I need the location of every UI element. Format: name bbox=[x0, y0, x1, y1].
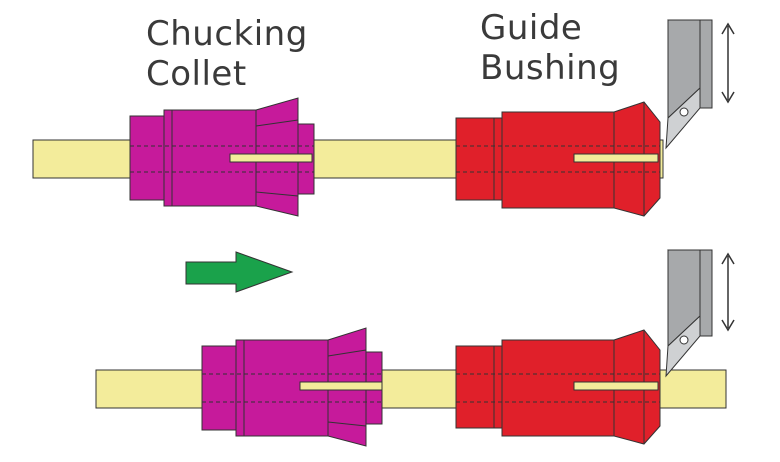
chucking-collet-label-line2: Collet bbox=[146, 54, 247, 94]
chucking-collet-top bbox=[129, 97, 315, 217]
bushing-slot-top bbox=[573, 153, 659, 163]
cutting-tool-bottom bbox=[665, 249, 713, 378]
guide-bushing-label: Guide Bushing bbox=[480, 8, 620, 88]
chucking-collet-label: Chucking Collet bbox=[146, 14, 308, 94]
guide-bushing-label-line2: Bushing bbox=[480, 48, 621, 88]
tool-travel-arrow-top bbox=[721, 22, 735, 104]
bushing-slot-bottom bbox=[573, 381, 659, 391]
collet-slot-top bbox=[229, 153, 313, 163]
cutting-tool-top bbox=[665, 19, 713, 150]
collet-slot-bottom bbox=[299, 381, 383, 391]
right-arrow-icon bbox=[185, 251, 294, 293]
guide-bushing-top bbox=[455, 101, 661, 217]
chucking-collet-label-line1: Chucking bbox=[146, 14, 308, 54]
chucking-collet-bottom bbox=[201, 327, 383, 447]
tool-travel-arrow-bottom bbox=[721, 252, 735, 332]
guide-bushing-bottom bbox=[455, 329, 661, 445]
guide-bushing-label-line1: Guide bbox=[480, 8, 583, 48]
